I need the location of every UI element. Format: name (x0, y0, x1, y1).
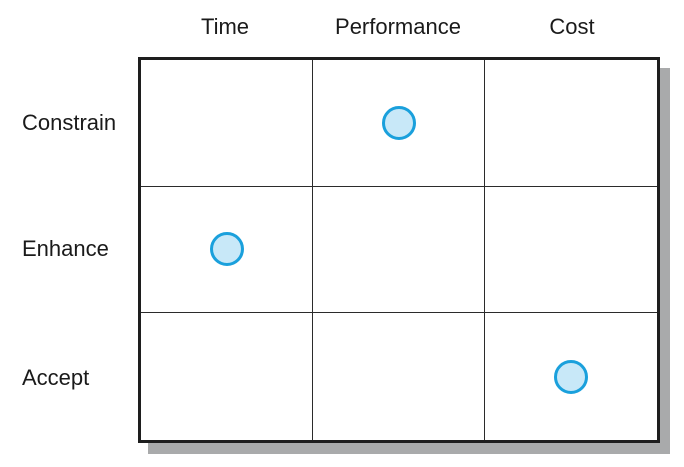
row-header-accept: Accept (22, 365, 90, 390)
row-header-enhance: Enhance (22, 236, 109, 261)
cell-enhance-performance (313, 186, 485, 314)
column-header-performance: Performance (335, 14, 461, 39)
column-header-cost: Cost (549, 14, 595, 39)
cell-accept-cost (485, 313, 657, 440)
selection-marker (554, 359, 588, 394)
strategy-matrix (138, 57, 660, 443)
cell-accept-time (141, 313, 313, 440)
selection-marker (381, 105, 416, 140)
cell-enhance-time (141, 186, 313, 314)
cell-enhance-cost (485, 187, 657, 314)
cell-constrain-performance (313, 60, 485, 187)
cell-constrain-time (141, 60, 313, 187)
selection-marker (209, 232, 244, 267)
row-header-constrain: Constrain (22, 110, 117, 135)
column-header-time: Time (200, 14, 250, 39)
cell-accept-performance (313, 313, 485, 440)
cell-constrain-cost (485, 60, 657, 187)
